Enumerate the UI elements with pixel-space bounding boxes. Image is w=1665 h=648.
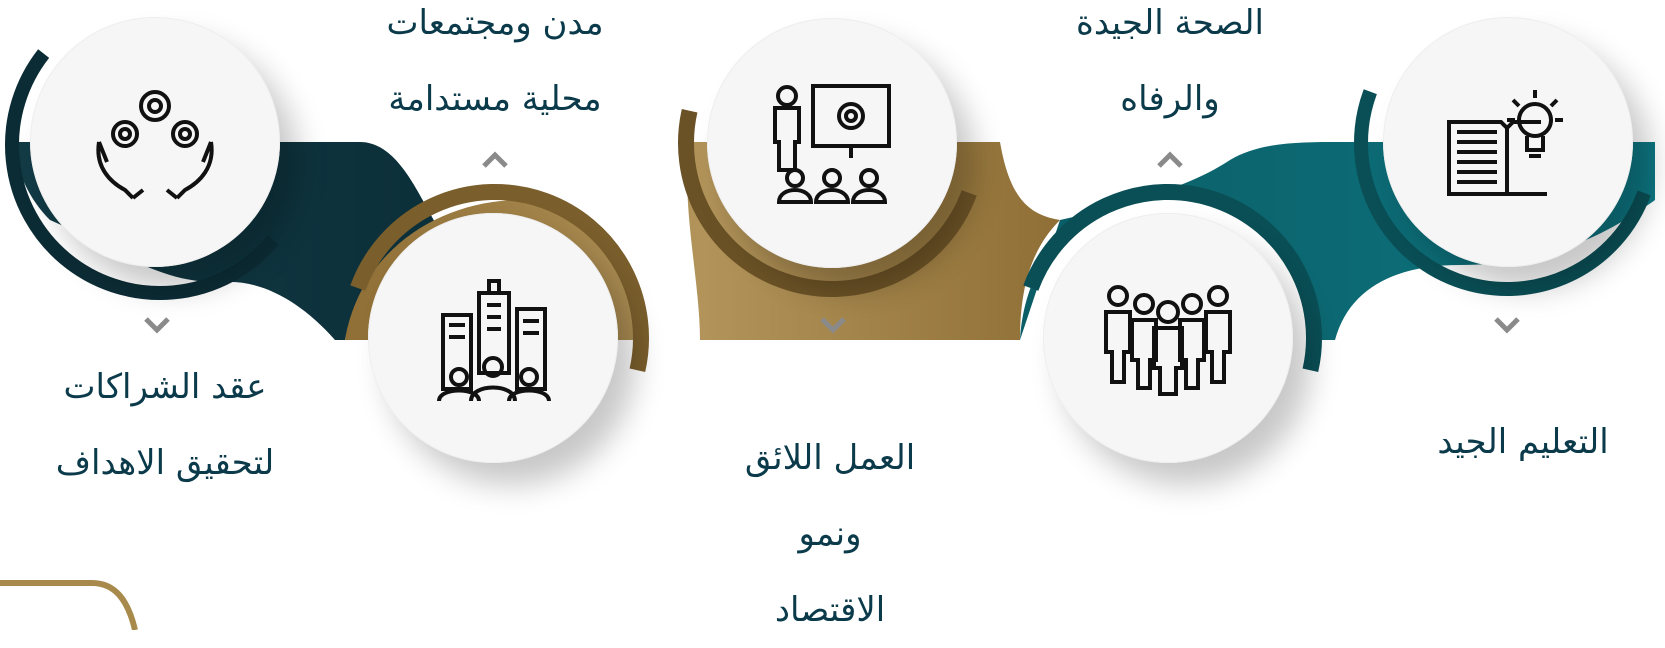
label-line: مدن ومجتمعات	[386, 3, 604, 43]
ring-teal-upper	[1354, 0, 1660, 296]
book-lightbulb-icon	[1447, 90, 1563, 196]
ring-gold-upper	[678, 0, 986, 297]
city-buildings-icon	[437, 279, 551, 402]
step-circle-sustainable-cities	[368, 213, 618, 463]
ring-navy	[5, 0, 315, 300]
label-line: والرفاه	[1120, 79, 1220, 119]
corner-decoration	[0, 580, 138, 630]
step-label-good-health: الصحة الجيدة والرفاه	[1050, 0, 1290, 137]
chevron-up-icon	[1157, 151, 1183, 168]
chevron-up-icon	[482, 151, 508, 168]
step-circle-decent-work	[707, 18, 957, 268]
chevron-down-icon	[144, 317, 170, 334]
presentation-board-icon	[773, 84, 891, 204]
chevron-down-icon	[820, 317, 846, 334]
label-line: لتحقيق الاهداف	[55, 443, 275, 483]
ring-teal-lower	[1014, 183, 1322, 492]
step-label-partnerships: عقد الشراكات لتحقيق الاهداف	[30, 349, 300, 501]
step-label-decent-work: العمل اللائق ونمو الاقتصاد	[710, 420, 950, 648]
label-line: ونمو	[798, 514, 862, 554]
step-label-quality-education: التعليم الجيد	[1408, 404, 1638, 480]
step-circle-quality-education	[1383, 17, 1633, 267]
ring-gold-lower	[341, 184, 649, 492]
chevron-down-icon	[1494, 317, 1520, 334]
step-circle-good-health	[1043, 213, 1293, 463]
label-line: الاقتصاد	[774, 590, 886, 630]
step-label-sustainable-cities: مدن ومجتمعات محلية مستدامة	[350, 0, 640, 137]
hands-gears-icon	[96, 90, 214, 200]
label-line: العمل اللائق	[744, 438, 916, 478]
label-line: عقد الشراكات	[63, 367, 267, 407]
group-people-icon	[1104, 285, 1232, 396]
label-line: الصحة الجيدة	[1076, 3, 1264, 43]
label-line: محلية مستدامة	[388, 79, 602, 119]
label-line: التعليم الجيد	[1437, 422, 1609, 462]
step-circle-partnerships	[30, 17, 280, 267]
